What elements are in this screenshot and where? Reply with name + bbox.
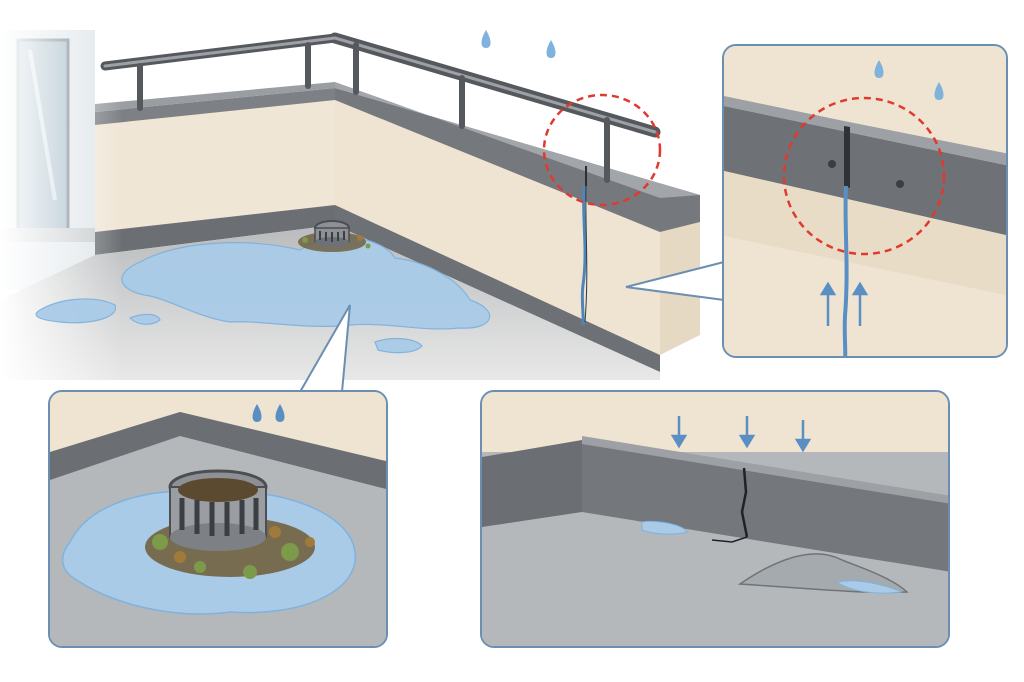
floor-crack-detail-panel: [480, 390, 950, 648]
leak-highlight-circle: [542, 93, 662, 207]
joint-highlight-circle: [782, 96, 946, 256]
clogged-drain-detail-panel: [48, 390, 388, 648]
water-puddles: [35, 236, 491, 354]
water-ingress-arrows: [819, 281, 869, 326]
water-ingress-arrows: [670, 416, 812, 453]
glass-door: [0, 30, 95, 290]
back-parapet-wall: [95, 82, 335, 255]
callout-pointers: [298, 260, 725, 393]
floor-drain: [298, 220, 371, 252]
wall-crack: [740, 467, 749, 538]
coping-joint-detail-panel: [722, 44, 1008, 358]
coping-joint-gap: [844, 126, 850, 188]
rain-drops: [481, 30, 556, 58]
clogged-drain-illustration: [50, 392, 386, 646]
coping-joint-leak: [580, 166, 588, 326]
fastener: [828, 160, 836, 168]
coping-joint-illustration: [724, 46, 1006, 356]
floor-crack-illustration: [482, 392, 948, 646]
metal-railing: [100, 32, 661, 183]
fastener: [896, 180, 904, 188]
